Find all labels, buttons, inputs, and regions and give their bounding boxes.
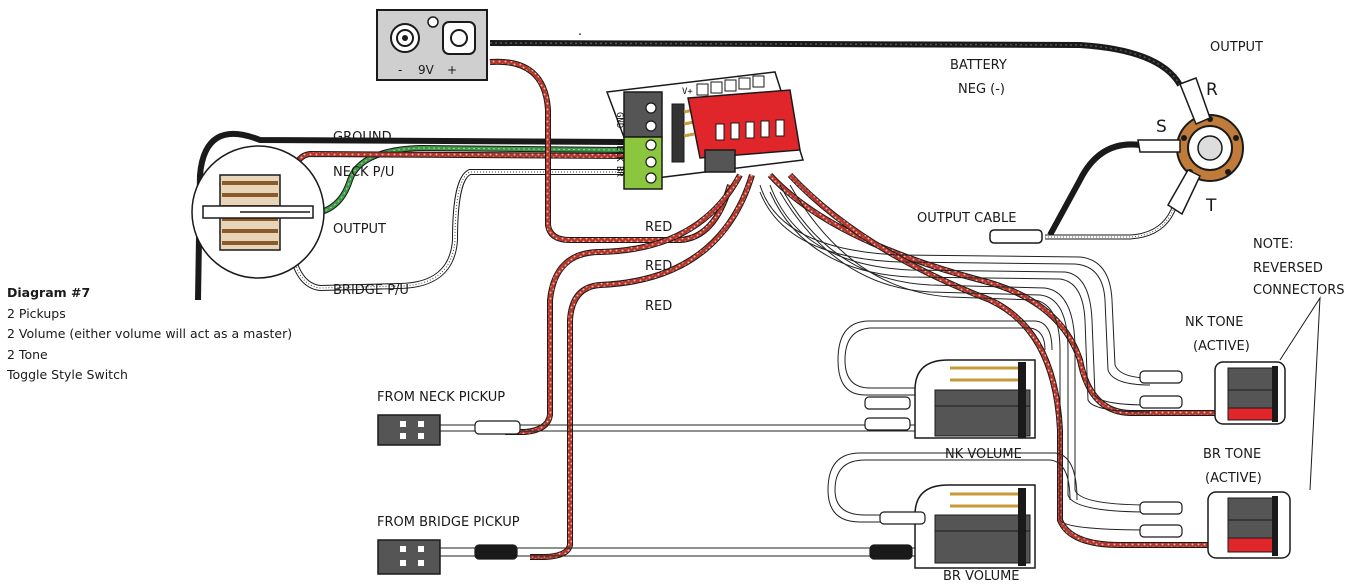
neck-pu-label: NECK P/U <box>333 165 394 180</box>
red-wire-neck-pickup <box>505 173 743 435</box>
output-jack-label: OUTPUT <box>1210 40 1263 55</box>
bridge-pickup-label: FROM BRIDGE PICKUP <box>377 515 520 530</box>
terminal-block-black <box>623 91 663 138</box>
battery-plus-label: + <box>447 63 457 77</box>
output-cable-plug <box>989 229 1043 244</box>
red-label-3: RED <box>645 299 672 314</box>
jack-tip-label: T <box>1205 196 1217 216</box>
red-label-1: RED <box>645 220 672 235</box>
neck-pickup-connector <box>377 414 521 446</box>
bridge-pu-label: BRIDGE P/U <box>333 283 409 298</box>
battery-neg-label-2: NEG (-) <box>958 82 1005 97</box>
red-wire-bridge-pickup <box>530 174 755 560</box>
ground-wire <box>195 130 626 301</box>
black-output-wire <box>489 40 1183 87</box>
nk-tone-active-label: (ACTIVE) <box>1193 339 1250 354</box>
battery-minus-label: - <box>398 63 402 77</box>
note-label-1: NOTE: <box>1253 237 1294 252</box>
br-volume-pot <box>879 484 1036 569</box>
battery-voltage-label: 9V <box>418 63 435 77</box>
circuit-board: V+ GND NECK BR <box>605 71 804 190</box>
ground-label: GROUND <box>333 130 392 145</box>
notes-line-tone: 2 Tone <box>7 346 48 362</box>
volume-loop-cables <box>827 320 1078 523</box>
toggle-switch <box>191 145 325 279</box>
board-br-label: BR <box>614 166 624 177</box>
diagram-notes: Diagram #7 2 Pickups 2 Volume (either vo… <box>7 283 292 386</box>
neck-pickup-label: FROM NECK PICKUP <box>377 390 505 405</box>
jack-ring-label: R <box>1206 80 1218 100</box>
nk-volume-label: NK VOLUME <box>945 447 1022 462</box>
notes-title: Diagram #7 <box>7 285 91 300</box>
board-neck-label: NECK <box>614 140 624 162</box>
board-vplus-label: V+ <box>682 87 693 97</box>
tone-ribbon-cables <box>759 184 1151 531</box>
red-connector <box>687 89 801 159</box>
gray-connector <box>704 149 736 173</box>
output-cable-label: OUTPUT CABLE <box>917 211 1016 226</box>
bridge-pickup-connector <box>377 539 913 575</box>
terminal-screws <box>645 102 657 184</box>
br-tone-label: BR TONE <box>1203 447 1261 462</box>
note-label-2: REVERSED <box>1253 261 1323 276</box>
jack-sleeve-label: S <box>1156 117 1167 137</box>
red-label-2: RED <box>645 259 672 274</box>
br-volume-label: BR VOLUME <box>943 569 1020 584</box>
battery-neg-label-1: BATTERY <box>950 58 1007 73</box>
nk-volume-pot <box>864 359 1036 439</box>
note-leader-lines <box>1279 296 1321 491</box>
battery-clip: - 9V + <box>376 9 488 81</box>
board-pads <box>696 75 765 96</box>
notes-line-switch: Toggle Style Switch <box>7 367 128 382</box>
br-tone-pot <box>1139 491 1291 559</box>
red-connector-slots <box>715 119 785 141</box>
notes-line-pickups: 2 Pickups <box>7 305 66 321</box>
board-gnd-label: GND <box>614 112 624 128</box>
output-wire-label: OUTPUT <box>333 222 386 237</box>
notes-line-volume: 2 Volume (either volume will act as a ma… <box>7 326 293 341</box>
jack-sleeve-wire <box>1047 141 1141 237</box>
nk-tone-label: NK TONE <box>1185 315 1244 330</box>
br-tone-active-label: (ACTIVE) <box>1205 471 1262 486</box>
note-label-3: CONNECTORS <box>1253 283 1345 298</box>
nk-tone-pot <box>1139 361 1286 425</box>
stray-mark: . <box>578 24 582 39</box>
output-jack <box>1137 77 1244 216</box>
